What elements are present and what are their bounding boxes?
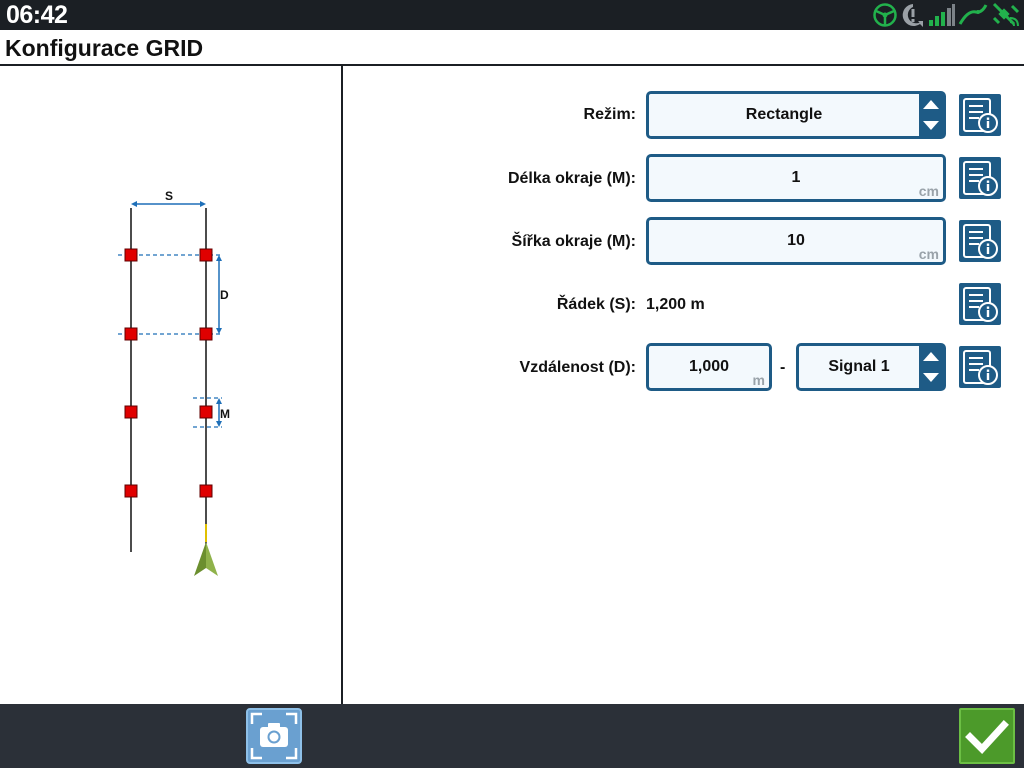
- status-bar: 06:42: [0, 0, 1024, 30]
- signal-strength-icon: [928, 2, 956, 28]
- distance-unit: m: [752, 372, 765, 388]
- document-info-icon: [963, 350, 998, 385]
- clock: 06:42: [6, 1, 68, 29]
- satellite-icon: [990, 2, 1020, 28]
- signal-select[interactable]: Signal 1: [796, 343, 946, 391]
- edge-length-value: 1: [791, 169, 801, 186]
- grid-marker: [199, 484, 213, 498]
- arrow-up-icon[interactable]: [923, 352, 939, 361]
- grid-marker: [124, 248, 138, 262]
- mode-info-button[interactable]: [959, 94, 1001, 136]
- page-title: Konfigurace GRID: [5, 35, 204, 61]
- bottom-bar: [0, 704, 1024, 768]
- edge-length-field[interactable]: 1 cm: [646, 154, 946, 202]
- edge-width-value: 10: [787, 232, 805, 249]
- edge-width-info-button[interactable]: [959, 220, 1001, 262]
- grid-form: Režim: Rectangle Délka okraje (M): 1 cm: [343, 66, 1024, 704]
- arrow-up-icon[interactable]: [923, 100, 939, 109]
- warning-icon: [900, 2, 926, 28]
- title-bar: Konfigurace GRID: [0, 30, 1024, 66]
- confirm-button[interactable]: [959, 708, 1015, 764]
- document-info-icon: [963, 98, 998, 133]
- document-info-icon: [963, 224, 998, 259]
- panel-divider: [341, 66, 343, 704]
- steering-icon: [872, 2, 898, 28]
- grid-marker: [124, 327, 138, 341]
- grid-marker: [124, 405, 138, 419]
- camera-icon: [250, 712, 298, 760]
- grid-marker: [199, 405, 213, 419]
- row-label: Řádek (S):: [556, 296, 636, 313]
- row-value: 1,200 m: [646, 296, 705, 313]
- edge-length-info-button[interactable]: [959, 157, 1001, 199]
- label-m: M: [220, 407, 230, 421]
- edge-length-label: Délka okraje (M):: [507, 170, 636, 187]
- document-info-icon: [963, 161, 998, 196]
- edge-width-label: Šířka okraje (M):: [511, 233, 636, 250]
- grid-marker: [124, 484, 138, 498]
- mode-value: Rectangle: [745, 106, 823, 123]
- distance-label: Vzdálenost (D):: [519, 359, 636, 376]
- grid-marker: [199, 248, 213, 262]
- row-info-button[interactable]: [959, 283, 1001, 325]
- distance-field[interactable]: 1,000 m: [646, 343, 772, 391]
- label-d: D: [220, 288, 229, 302]
- arrow-down-icon[interactable]: [923, 373, 939, 382]
- label-s: S: [165, 189, 173, 203]
- signal-spinner[interactable]: [919, 345, 944, 389]
- checkmark-icon: [965, 720, 1009, 755]
- distance-separator: -: [780, 359, 786, 376]
- vehicle-arrow-icon: [194, 542, 218, 576]
- mode-select[interactable]: Rectangle: [646, 91, 946, 139]
- document-info-icon: [963, 287, 998, 322]
- mode-label: Režim:: [583, 106, 636, 123]
- distance-value: 1,000: [688, 358, 730, 375]
- edge-width-unit: cm: [918, 246, 939, 262]
- edge-length-unit: cm: [918, 183, 939, 199]
- arrow-down-icon[interactable]: [923, 121, 939, 130]
- grid-diagram: S D M: [118, 189, 230, 576]
- edge-width-field[interactable]: 10 cm: [646, 217, 946, 265]
- mode-spinner[interactable]: [919, 93, 944, 137]
- grid-diagram-panel: S D M: [0, 66, 341, 704]
- status-icons: [872, 2, 1020, 28]
- screenshot-button[interactable]: [246, 708, 302, 764]
- signal-value: Signal 1: [828, 358, 890, 375]
- grid-marker: [199, 327, 213, 341]
- gps-line-icon: [958, 2, 988, 28]
- distance-info-button[interactable]: [959, 346, 1001, 388]
